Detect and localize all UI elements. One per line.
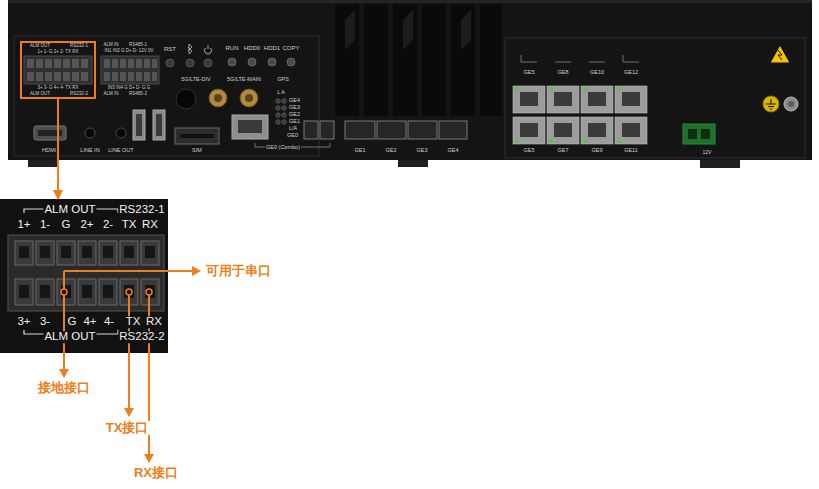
port-label: HDMI: [42, 148, 56, 154]
device-rear-panel: ALM IN RS485-1IN1 IN2 G D+ D- 12V 0V IN3 I…: [8, 0, 812, 160]
port-label: GE1: [354, 148, 365, 154]
highlight-box: ALM OUT RS232-11+ 1- G 2+ 2- TX RX 3+ 3- G…: [20, 41, 96, 99]
callout-label: 可用于串口: [204, 264, 273, 278]
pin-label: RX: [141, 219, 159, 231]
port-label: ALM OUT: [30, 44, 50, 49]
port-label: 1+ 1- G 2+ 2- TX RX: [37, 50, 78, 55]
pin-label: RX: [145, 316, 163, 328]
pin-label: TX: [125, 316, 142, 328]
pin-label: TX: [121, 219, 138, 231]
pin-label: 1-: [39, 219, 51, 231]
port-label: IN3 IN4 G D+ D- G G: [108, 86, 151, 91]
port-label: 12V: [703, 150, 712, 155]
port-label: 5G/LTE-DIV: [181, 77, 211, 83]
port-label: RS485-1: [129, 43, 147, 48]
zoom-arrow: [57, 99, 59, 199]
port-label: GE10: [590, 70, 604, 76]
port-label: GE4: [447, 148, 458, 154]
port-label: GE2: [385, 148, 396, 154]
port-label: GE2: [289, 112, 300, 118]
port-label: COPY: [282, 45, 299, 51]
port-label: LINE IN: [80, 148, 99, 154]
port-label: GE9: [591, 148, 602, 154]
pin-label: 2-: [102, 219, 114, 231]
pin-label: 1+: [16, 219, 31, 231]
port-label: HDD0: [244, 45, 260, 51]
port-label: GE4: [289, 98, 300, 104]
port-label: GE5: [523, 70, 534, 76]
port-label: LINE OUT: [108, 148, 133, 154]
port-label: GE3: [289, 105, 300, 111]
pin-label: G: [67, 316, 78, 328]
port-label: GE7: [557, 148, 568, 154]
port-label: ALM IN: [103, 92, 118, 97]
port-label: GE3: [416, 148, 427, 154]
pin-label: 2+: [79, 219, 94, 231]
port-label: 5G/LTE-MAIN: [227, 77, 261, 83]
pin-label: RS232-1: [118, 204, 165, 216]
port-label: SIM: [192, 148, 202, 154]
port-label: ALM IN: [103, 43, 118, 48]
terminal-zoom-panel: ALM OUTRS232-11+1-G2+2-TXRX3+3-G4+4-TXRX…: [0, 199, 168, 353]
port-label: ALM OUT: [30, 92, 50, 97]
callout-label: 接地接口: [36, 381, 92, 395]
port-label: GE5: [523, 148, 534, 154]
port-label: RUN: [226, 45, 239, 51]
port-label: RS232-2: [70, 92, 88, 97]
pin-label: 3+: [16, 316, 31, 328]
pin-label: 4+: [82, 316, 97, 328]
port-label: IN1 IN2 G D+ D- 12V 0V: [104, 49, 153, 54]
pin-label: 3-: [39, 316, 51, 328]
port-label: RST: [164, 46, 176, 52]
port-label: GE12: [624, 70, 638, 76]
callout-label: TX接口: [104, 421, 151, 435]
port-label: GE0: [287, 133, 298, 139]
callout-label: RX接口: [132, 466, 180, 480]
port-label: GE0 (Combo): [265, 145, 301, 151]
port-label: L/A: [289, 126, 297, 132]
port-label: 3+ 3- G 4+ 4- TX RX: [37, 86, 78, 91]
port-label: L A: [277, 90, 285, 96]
pin-label: 4-: [103, 316, 115, 328]
port-label: GE8: [557, 70, 568, 76]
pin-label: ALM OUT: [43, 331, 96, 343]
pin-label: G: [61, 219, 72, 231]
pin-label: RS232-2: [118, 331, 165, 343]
port-label: GE11: [624, 148, 638, 154]
port-label: GPS: [277, 77, 289, 83]
port-label: HDD1: [264, 45, 280, 51]
pin-label: ALM OUT: [43, 204, 96, 216]
port-label: RS485-2: [129, 92, 147, 97]
port-label: RS232-1: [70, 44, 88, 49]
port-label: GE1: [289, 119, 300, 125]
